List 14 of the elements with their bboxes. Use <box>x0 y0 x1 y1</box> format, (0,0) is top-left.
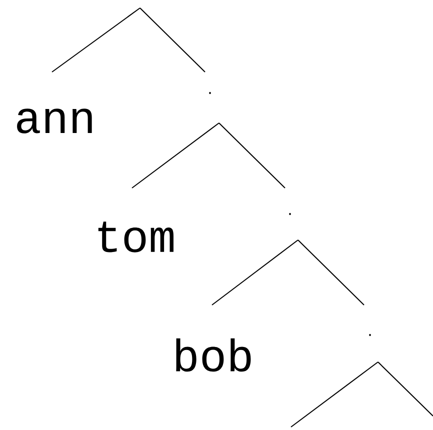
tree-branch <box>212 240 298 306</box>
tree-branch <box>52 8 140 72</box>
node-label: tom <box>98 222 174 252</box>
dot-label: . <box>209 92 211 94</box>
tree-branch <box>290 362 378 428</box>
tree-branch <box>140 8 206 72</box>
node-label: bob <box>176 338 251 372</box>
dot-label: . <box>289 213 291 215</box>
tree-branch <box>298 240 364 306</box>
tree-branch <box>378 362 433 416</box>
tree-branch <box>132 122 220 188</box>
tree-branch <box>218 122 286 188</box>
node-label: ann <box>17 108 92 134</box>
dot-label: . <box>369 334 371 336</box>
